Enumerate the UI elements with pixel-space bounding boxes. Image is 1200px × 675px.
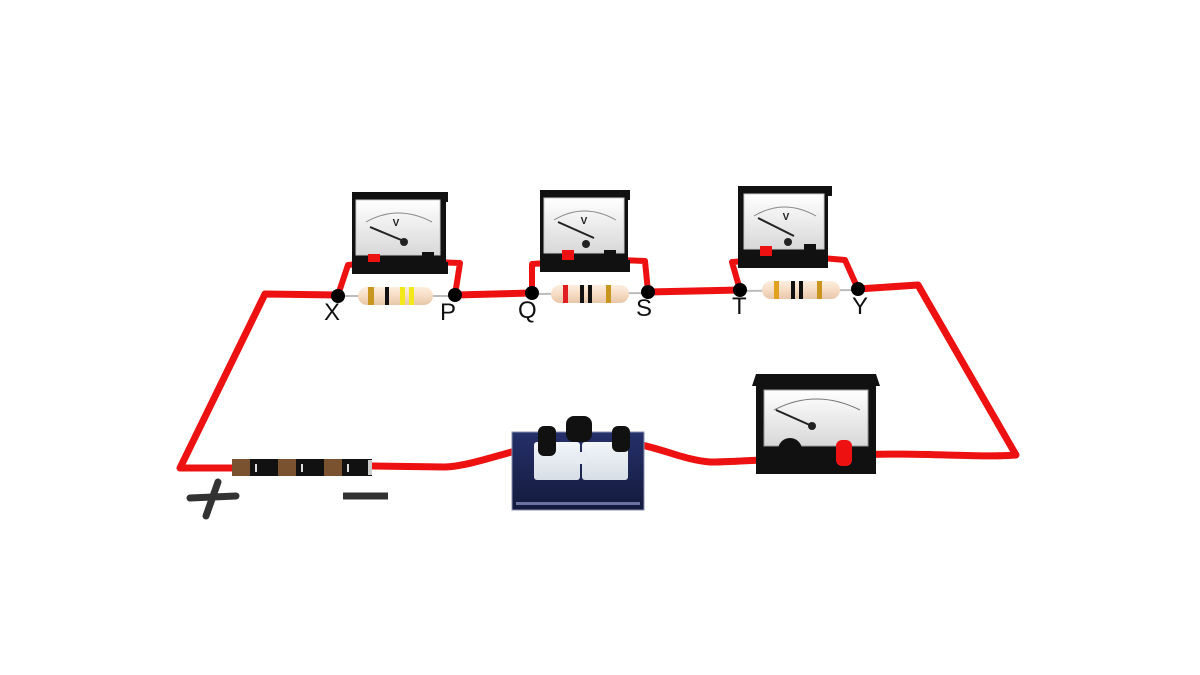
battery[interactable] bbox=[232, 459, 372, 476]
node-p bbox=[448, 288, 462, 302]
wire-s-t bbox=[644, 286, 744, 296]
node-y bbox=[851, 282, 865, 296]
voltmeter-symbol: V bbox=[581, 216, 588, 227]
key-terminal-left bbox=[538, 426, 556, 456]
positive-sign bbox=[186, 478, 240, 520]
wire-right bbox=[848, 281, 1020, 460]
label-s: S bbox=[636, 295, 652, 322]
nodes bbox=[331, 282, 865, 303]
label-x: X bbox=[324, 299, 340, 326]
label-t: T bbox=[732, 293, 747, 320]
voltmeter-symbol: V bbox=[393, 218, 400, 229]
main-wires bbox=[176, 281, 1020, 472]
node-q bbox=[525, 286, 539, 300]
node-t bbox=[733, 283, 747, 297]
key-terminal-right bbox=[612, 426, 630, 452]
label-q: Q bbox=[518, 297, 537, 324]
voltmeter-2[interactable]: V bbox=[540, 190, 630, 272]
ammeter[interactable] bbox=[752, 374, 880, 474]
key-plug bbox=[566, 416, 592, 442]
resistor-ty[interactable] bbox=[739, 281, 859, 299]
node-s bbox=[641, 285, 655, 299]
voltmeter-3[interactable]: V bbox=[738, 186, 832, 268]
voltmeter-symbol: V bbox=[783, 212, 790, 223]
voltmeter-1[interactable]: V bbox=[352, 192, 448, 274]
label-p: P bbox=[440, 299, 456, 326]
plug-key[interactable] bbox=[511, 416, 645, 511]
wire-key-ammeter bbox=[616, 439, 779, 466]
resistor-qs[interactable] bbox=[531, 285, 649, 303]
wire-battery-key bbox=[368, 442, 539, 471]
resistor-xp[interactable] bbox=[340, 287, 455, 305]
node-x bbox=[331, 289, 345, 303]
label-y: Y bbox=[852, 293, 868, 320]
wire-left bbox=[176, 290, 342, 472]
wire-p-q bbox=[451, 289, 536, 299]
